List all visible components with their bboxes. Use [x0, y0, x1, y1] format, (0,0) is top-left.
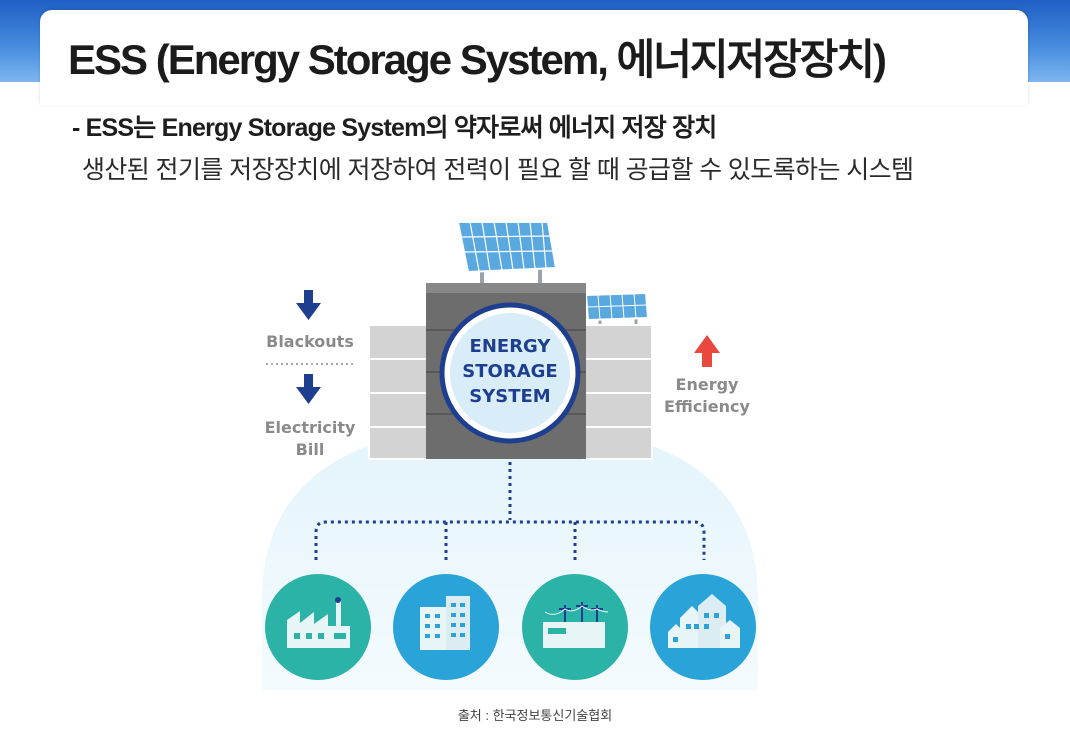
- distribution-lines: [314, 462, 706, 560]
- ess-label-line2: STORAGE: [462, 361, 557, 382]
- description-line: 생산된 전기를 저장장치에 저장하여 전력이 필요 할 때 공급할 수 있도록하…: [82, 156, 914, 184]
- energy-label: Energy: [676, 375, 740, 394]
- ess-label-line1: ENERGY: [470, 336, 552, 357]
- arrow-down-icon-blackouts: [296, 290, 321, 320]
- battery-cabinet-left: [368, 324, 428, 460]
- blackouts-label: Blackouts: [266, 332, 354, 351]
- background-dome: [262, 425, 758, 690]
- power-grid-icon: [522, 574, 628, 680]
- arrow-down-icon-bill: [296, 374, 321, 404]
- source-credit: 출처 : 한국정보통신기술협회: [457, 708, 613, 723]
- page-title: ESS (Energy Storage System, 에너지저장장치): [68, 36, 887, 83]
- arrow-up-icon-efficiency: [694, 335, 720, 367]
- solar-panel-top-icon: [456, 221, 558, 287]
- office-building-icon: [393, 574, 499, 680]
- efficiency-label: Efficiency: [664, 397, 750, 416]
- factory-icon: [265, 574, 371, 680]
- ess-label-line3: SYSTEM: [469, 386, 550, 407]
- bill-label: Bill: [296, 440, 325, 459]
- electricity-label: Electricity: [265, 418, 356, 437]
- housing-icon: [650, 574, 756, 680]
- solar-panel-right-icon: [584, 291, 650, 330]
- battery-cabinet-right: [583, 324, 653, 460]
- title-card: [40, 10, 1028, 105]
- definition-line: - ESS는 Energy Storage System의 약자로써 에너지 저…: [72, 114, 717, 142]
